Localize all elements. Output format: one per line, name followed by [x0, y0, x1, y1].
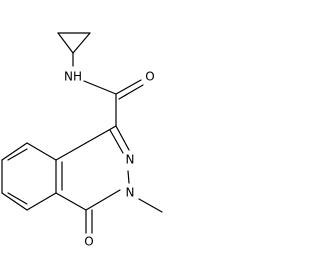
bond-n-methyl [138, 198, 163, 213]
pyridazinone-ring [55, 125, 130, 211]
atom-ring-oxygen-label: O [84, 235, 93, 249]
benzene-ring [1, 142, 63, 211]
atom-ring-nitrogen-methyl-label: N [126, 186, 135, 200]
cyclopropyl-ring [57, 32, 91, 54]
atom-ring-nitrogen-upper-label: N [126, 153, 135, 167]
bond-amide-carbonyl-double [115, 79, 144, 100]
atom-nh-label: NH [64, 70, 82, 84]
bond-nh-carbonyl [83, 80, 117, 95]
molecule-structure-diagram: NH O N N [1, 32, 163, 249]
atom-amide-oxygen-label: O [145, 70, 154, 84]
bond-ring-carbonyl-double [85, 209, 93, 234]
